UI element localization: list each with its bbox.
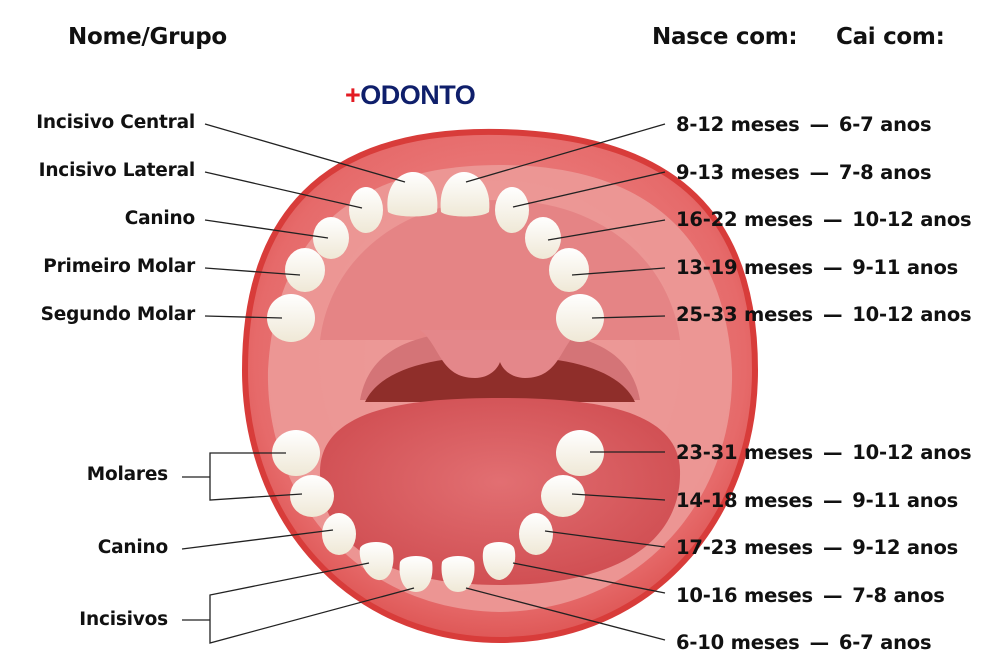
falls-value: 9-11 anos: [852, 256, 959, 279]
label-incisivos: Incisivos: [79, 609, 168, 630]
uvula: [420, 330, 580, 378]
upper-row-4: 13-19 meses — 9-11 anos: [676, 256, 958, 279]
upper-row-5: 25-33 meses — 10-12 anos: [676, 303, 972, 326]
falls-value: 7-8 anos: [838, 161, 932, 184]
lower-row-3: 17-23 meses — 9-12 anos: [676, 536, 958, 559]
falls-value: 10-12 anos: [852, 303, 972, 326]
lower-row-4: 10-16 meses — 7-8 anos: [676, 584, 945, 607]
falls-value: 10-12 anos: [852, 441, 972, 464]
separator: —: [822, 303, 843, 326]
label-segundo-molar: Segundo Molar: [40, 304, 196, 325]
lower-teeth: [272, 430, 604, 592]
label-canino-lower: Canino: [97, 537, 168, 558]
label-molares: Molares: [86, 464, 168, 485]
erupts-value: 23-31 meses: [676, 441, 813, 464]
logo-text: ODONTO: [360, 80, 476, 110]
falls-value: 10-12 anos: [852, 208, 972, 231]
upper-row-1: 8-12 meses — 6-7 anos: [676, 113, 932, 136]
erupts-value: 14-18 meses: [676, 489, 813, 512]
odonto-logo: +ODONTO: [345, 80, 476, 111]
falls-value: 6-7 anos: [838, 113, 932, 136]
lower-row-1: 23-31 meses — 10-12 anos: [676, 441, 972, 464]
separator: —: [822, 208, 843, 231]
falls-value: 9-12 anos: [852, 536, 959, 559]
upper-row-2: 9-13 meses — 7-8 anos: [676, 161, 932, 184]
separator: —: [822, 536, 843, 559]
erupts-value: 16-22 meses: [676, 208, 813, 231]
separator: —: [822, 584, 843, 607]
label-incisivo-central: Incisivo Central: [36, 112, 195, 133]
separator: —: [809, 161, 830, 184]
lower-row-5: 6-10 meses — 6-7 anos: [676, 631, 932, 654]
label-incisivo-lateral: Incisivo Lateral: [38, 160, 196, 181]
separator: —: [809, 113, 830, 136]
separator: —: [809, 631, 830, 654]
plus-icon: +: [345, 80, 361, 110]
falls-value: 6-7 anos: [838, 631, 932, 654]
erupts-value: 6-10 meses: [676, 631, 800, 654]
upper-row-3: 16-22 meses — 10-12 anos: [676, 208, 972, 231]
separator: —: [822, 256, 843, 279]
lower-row-2: 14-18 meses — 9-11 anos: [676, 489, 958, 512]
erupts-value: 8-12 meses: [676, 113, 800, 136]
upper-teeth: [267, 172, 604, 342]
header-falls: Cai com:: [836, 24, 945, 50]
erupts-value: 13-19 meses: [676, 256, 813, 279]
header-name-group: Nome/Grupo: [68, 24, 227, 50]
separator: —: [822, 441, 843, 464]
erupts-value: 10-16 meses: [676, 584, 813, 607]
label-primeiro-molar: Primeiro Molar: [43, 256, 195, 277]
falls-value: 7-8 anos: [852, 584, 945, 607]
header-erupts: Nasce com:: [652, 24, 798, 50]
falls-value: 9-11 anos: [852, 489, 959, 512]
separator: —: [822, 489, 843, 512]
erupts-value: 9-13 meses: [676, 161, 800, 184]
leader-lines: [181, 123, 666, 644]
label-canino-upper: Canino: [124, 208, 195, 229]
erupts-value: 25-33 meses: [676, 303, 813, 326]
erupts-value: 17-23 meses: [676, 536, 813, 559]
